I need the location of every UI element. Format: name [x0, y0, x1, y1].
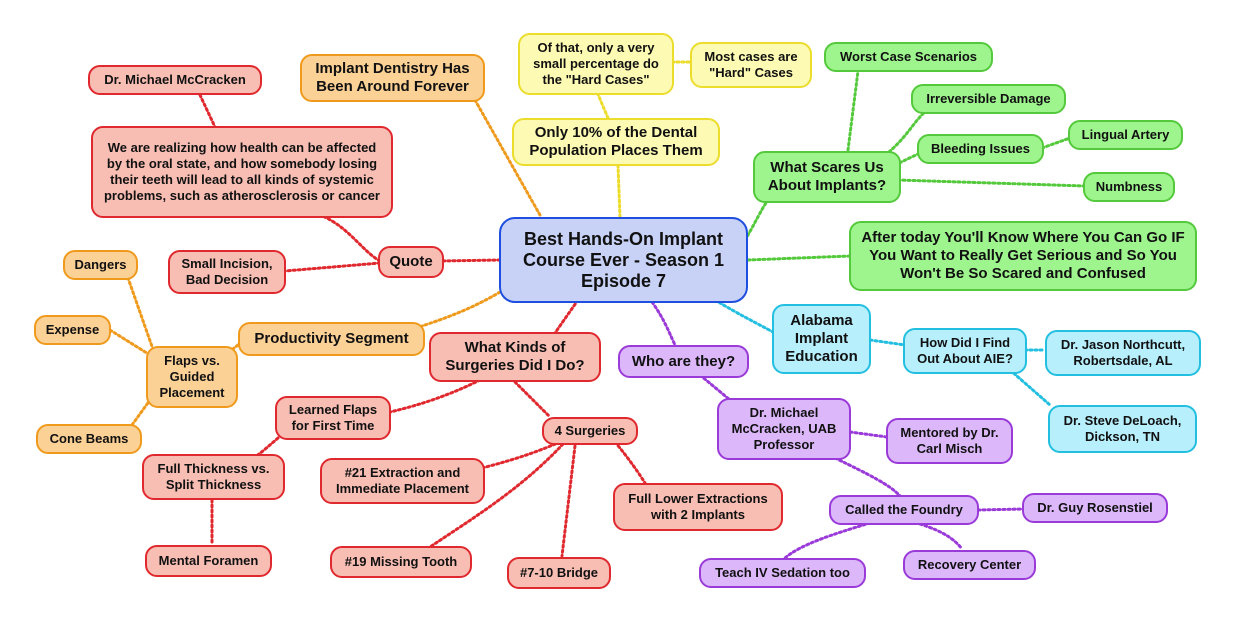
node-northcutt[interactable]: Dr. Jason Northcutt, Robertsdale, AL	[1045, 330, 1201, 376]
node-aie[interactable]: Alabama Implant Education	[772, 304, 871, 374]
node-foundry[interactable]: Called the Foundry	[829, 495, 979, 525]
node-recovery[interactable]: Recovery Center	[903, 550, 1036, 580]
node-learned-flaps[interactable]: Learned Flaps for First Time	[275, 396, 391, 440]
node-rosenstiel[interactable]: Dr. Guy Rosenstiel	[1022, 493, 1168, 523]
node-bridge[interactable]: #7-10 Bridge	[507, 557, 611, 589]
node-deloach[interactable]: Dr. Steve DeLoach, Dickson, TN	[1048, 405, 1197, 453]
node-irreversible[interactable]: Irreversible Damage	[911, 84, 1066, 114]
node-how-find[interactable]: How Did I Find Out About AIE?	[903, 328, 1027, 374]
central-topic[interactable]: Best Hands-On Implant Course Ever - Seas…	[499, 217, 748, 303]
node-flaps-vs-guided[interactable]: Flaps vs. Guided Placement	[146, 346, 238, 408]
node-lingual-artery[interactable]: Lingual Artery	[1068, 120, 1183, 150]
node-productivity[interactable]: Productivity Segment	[238, 322, 425, 356]
node-dangers[interactable]: Dangers	[63, 250, 138, 280]
node-surgeries-question[interactable]: What Kinds of Surgeries Did I Do?	[429, 332, 601, 382]
node-numbness[interactable]: Numbness	[1083, 172, 1175, 202]
node-four-surgeries[interactable]: 4 Surgeries	[542, 417, 638, 445]
node-mental-foramen[interactable]: Mental Foramen	[145, 545, 272, 577]
node-iv-sedation[interactable]: Teach IV Sedation too	[699, 558, 866, 588]
node-quote-text[interactable]: We are realizing how health can be affec…	[91, 126, 393, 218]
node-what-scares[interactable]: What Scares Us About Implants?	[753, 151, 901, 203]
node-quote[interactable]: Quote	[378, 246, 444, 278]
node-implant-history[interactable]: Implant Dentistry Has Been Around Foreve…	[300, 54, 485, 102]
node-after-today[interactable]: After today You'll Know Where You Can Go…	[849, 221, 1197, 291]
node-who-are-they[interactable]: Who are they?	[618, 345, 749, 378]
node-mentored[interactable]: Mentored by Dr. Carl Misch	[886, 418, 1013, 464]
node-ten-percent[interactable]: Only 10% of the Dental Population Places…	[512, 118, 720, 166]
node-small-incision[interactable]: Small Incision, Bad Decision	[168, 250, 286, 294]
node-bleeding[interactable]: Bleeding Issues	[917, 134, 1044, 164]
node-most-cases[interactable]: Most cases are "Hard" Cases	[690, 42, 812, 88]
node-hard-cases-fraction[interactable]: Of that, only a very small percentage do…	[518, 33, 674, 95]
node-thickness[interactable]: Full Thickness vs. Split Thickness	[142, 454, 285, 500]
node-missing-19[interactable]: #19 Missing Tooth	[330, 546, 472, 578]
node-cone-beams[interactable]: Cone Beams	[36, 424, 142, 454]
node-expense[interactable]: Expense	[34, 315, 111, 345]
node-mccracken[interactable]: Dr. Michael McCracken, UAB Professor	[717, 398, 851, 460]
node-worst-case[interactable]: Worst Case Scenarios	[824, 42, 993, 72]
node-extraction-21[interactable]: #21 Extraction and Immediate Placement	[320, 458, 485, 504]
node-quote-author[interactable]: Dr. Michael McCracken	[88, 65, 262, 95]
node-full-lower[interactable]: Full Lower Extractions with 2 Implants	[613, 483, 783, 531]
